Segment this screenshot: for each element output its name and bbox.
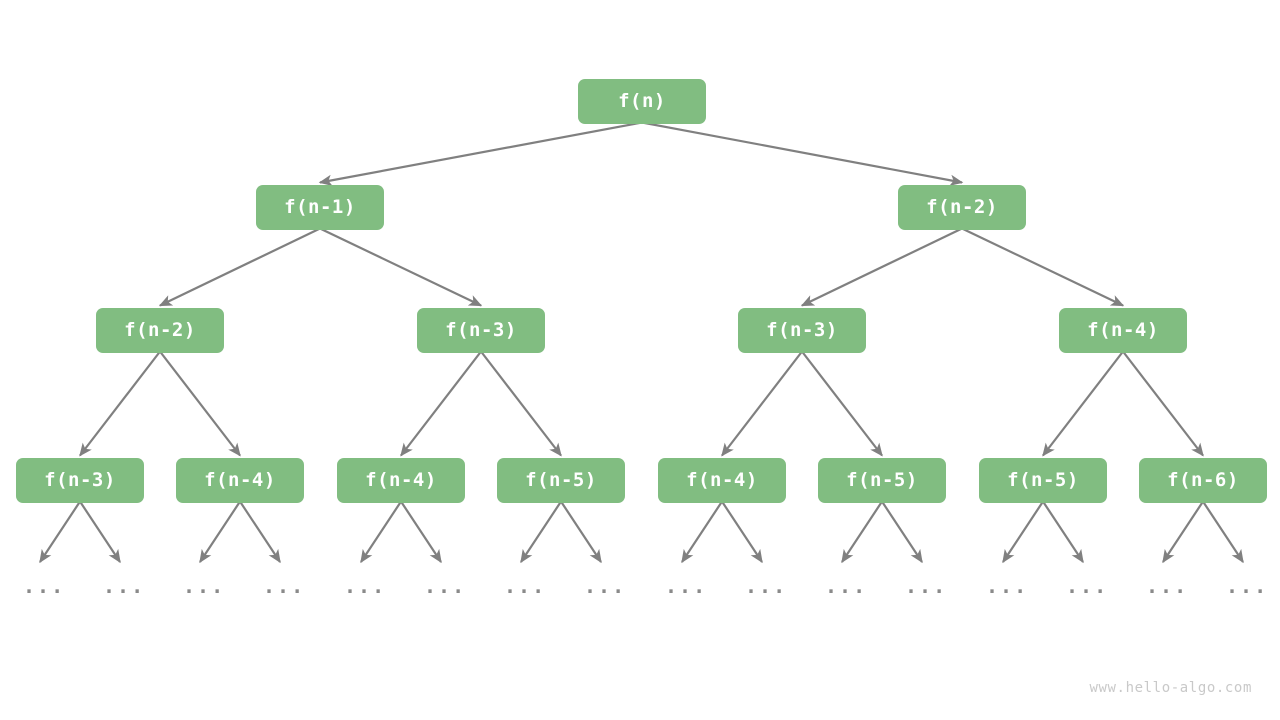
tree-edge-n5-to-n12 (801, 350, 883, 457)
tree-node-n7: f(n-3) (16, 457, 144, 503)
leaf-stub-edge-n10-right (560, 500, 602, 564)
leaf-ellipsis: ... (263, 574, 306, 598)
tree-edge-n6-to-n13 (1042, 350, 1124, 457)
tree-edge-n1-to-n3 (158, 227, 321, 307)
leaf-ellipsis: ... (1226, 574, 1269, 598)
leaf-stub-edge-n12-left (841, 500, 883, 564)
leaf-stub-edge-n7-right (79, 500, 121, 564)
tree-node-n13: f(n-5) (979, 457, 1107, 503)
tree-node-n1: f(n-1) (256, 184, 384, 230)
leaf-ellipsis: ... (183, 574, 226, 598)
leaf-stub-edge-n10-left (520, 500, 562, 564)
leaf-ellipsis: ... (584, 574, 627, 598)
leaf-ellipsis: ... (103, 574, 146, 598)
leaf-ellipsis: ... (665, 574, 708, 598)
leaf-ellipsis: ... (504, 574, 547, 598)
tree-node-n5: f(n-3) (738, 307, 866, 353)
tree-node-n3: f(n-2) (96, 307, 224, 353)
leaf-stub-edge-n11-left (681, 500, 723, 564)
tree-node-n12: f(n-5) (818, 457, 946, 503)
tree-edge-n2-to-n5 (800, 227, 963, 307)
leaf-stub-edge-n8-right (239, 500, 281, 564)
tree-edge-n0-to-n2 (641, 121, 964, 186)
tree-edge-n4-to-n10 (480, 350, 562, 457)
tree-edge-n4-to-n9 (400, 350, 482, 457)
leaf-ellipsis: ... (1066, 574, 1109, 598)
leaf-ellipsis: ... (23, 574, 66, 598)
leaf-stub-edge-n8-left (199, 500, 241, 564)
leaf-stub-edge-n11-right (721, 500, 763, 564)
tree-edge-n3-to-n8 (159, 350, 241, 457)
tree-node-n14: f(n-6) (1139, 457, 1267, 503)
tree-node-n4: f(n-3) (417, 307, 545, 353)
leaf-ellipsis: ... (1146, 574, 1189, 598)
tree-node-n6: f(n-4) (1059, 307, 1187, 353)
leaf-stub-edge-n14-left (1162, 500, 1204, 564)
leaf-ellipsis: ... (745, 574, 788, 598)
tree-node-n2: f(n-2) (898, 184, 1026, 230)
leaf-stub-edge-n14-right (1202, 500, 1244, 564)
leaf-stub-edge-n13-right (1042, 500, 1084, 564)
tree-edge-n2-to-n6 (961, 227, 1125, 307)
tree-edge-n3-to-n7 (79, 350, 161, 457)
tree-node-n0: f(n) (578, 78, 706, 124)
tree-node-n8: f(n-4) (176, 457, 304, 503)
leaf-ellipsis: ... (905, 574, 948, 598)
watermark: www.hello-algo.com (1089, 680, 1252, 696)
leaf-ellipsis: ... (986, 574, 1029, 598)
leaf-stub-edge-n12-right (881, 500, 923, 564)
leaf-stub-edge-n9-left (360, 500, 402, 564)
tree-node-n11: f(n-4) (658, 457, 786, 503)
tree-edge-n5-to-n11 (721, 350, 803, 457)
leaf-stub-edge-n13-left (1002, 500, 1044, 564)
tree-node-n9: f(n-4) (337, 457, 465, 503)
leaf-ellipsis: ... (825, 574, 868, 598)
leaf-stub-edge-n7-left (39, 500, 81, 564)
leaf-ellipsis: ... (344, 574, 387, 598)
leaf-ellipsis: ... (424, 574, 467, 598)
tree-node-n10: f(n-5) (497, 457, 625, 503)
leaf-stub-edge-n9-right (400, 500, 442, 564)
tree-edge-n6-to-n14 (1122, 350, 1204, 457)
tree-edge-n0-to-n1 (318, 121, 643, 186)
tree-edge-n1-to-n4 (319, 227, 483, 307)
